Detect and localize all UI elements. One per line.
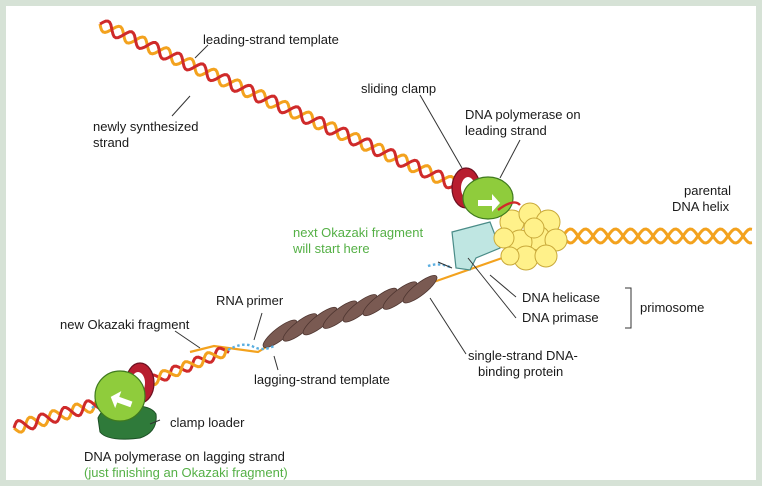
- lagging-duplex-left-strand-b: [14, 401, 99, 429]
- leader-pol-leading: [500, 140, 520, 178]
- label-pol-leading-1: DNA polymerase on: [465, 107, 581, 122]
- label-sliding-clamp: sliding clamp: [361, 81, 436, 96]
- leading-polymerase-shape: [463, 177, 513, 219]
- label-dna-primase: DNA primase: [522, 310, 599, 325]
- helicase-subunit: [524, 218, 544, 238]
- label-clamp-loader: clamp loader: [170, 415, 244, 430]
- leader-dna-primase: [468, 258, 516, 318]
- single-strand-binding-proteins: [260, 272, 440, 352]
- leader-sliding-clamp: [420, 95, 462, 168]
- label-ssb-1: single-strand DNA-: [468, 348, 578, 363]
- label-dna-helicase: DNA helicase: [522, 290, 600, 305]
- leader-dna-helicase: [490, 275, 516, 297]
- label-rna-primer: RNA primer: [216, 293, 283, 308]
- leader-new-okazaki: [175, 331, 200, 348]
- label-lagging-template: lagging-strand template: [254, 372, 390, 387]
- primosome-bracket: [625, 288, 631, 328]
- leader-ssb: [430, 298, 466, 354]
- label-newly-synthesized: newly synthesized: [93, 119, 199, 134]
- label-next-okazaki-2: will start here: [293, 241, 370, 256]
- label-pol-leading-2: leading strand: [465, 123, 547, 138]
- label-dna-helix: DNA helix: [672, 199, 729, 214]
- label-parental: parental: [684, 183, 731, 198]
- leader-lagging-template: [274, 356, 278, 370]
- label-leading-strand-template: leading-strand template: [203, 32, 339, 47]
- label-new-okazaki: new Okazaki fragment: [60, 317, 189, 332]
- helicase-subunit: [501, 247, 519, 265]
- label-ssb-2: binding protein: [478, 364, 563, 379]
- helicase-subunit: [535, 245, 557, 267]
- label-newly-synthesized-strand: strand: [93, 135, 129, 150]
- leader-rna-primer: [254, 313, 262, 340]
- label-pol-lagging-1: DNA polymerase on lagging strand: [84, 449, 285, 464]
- label-next-okazaki-1: next Okazaki fragment: [293, 225, 423, 240]
- lagging-polymerase-shape: [95, 371, 145, 421]
- dna-primase-shape: [452, 222, 500, 270]
- leader-newly-synthesized: [172, 96, 190, 116]
- label-primosome: primosome: [640, 300, 704, 315]
- helicase-subunit: [494, 228, 514, 248]
- label-pol-lagging-2: (just finishing an Okazaki fragment): [84, 465, 288, 480]
